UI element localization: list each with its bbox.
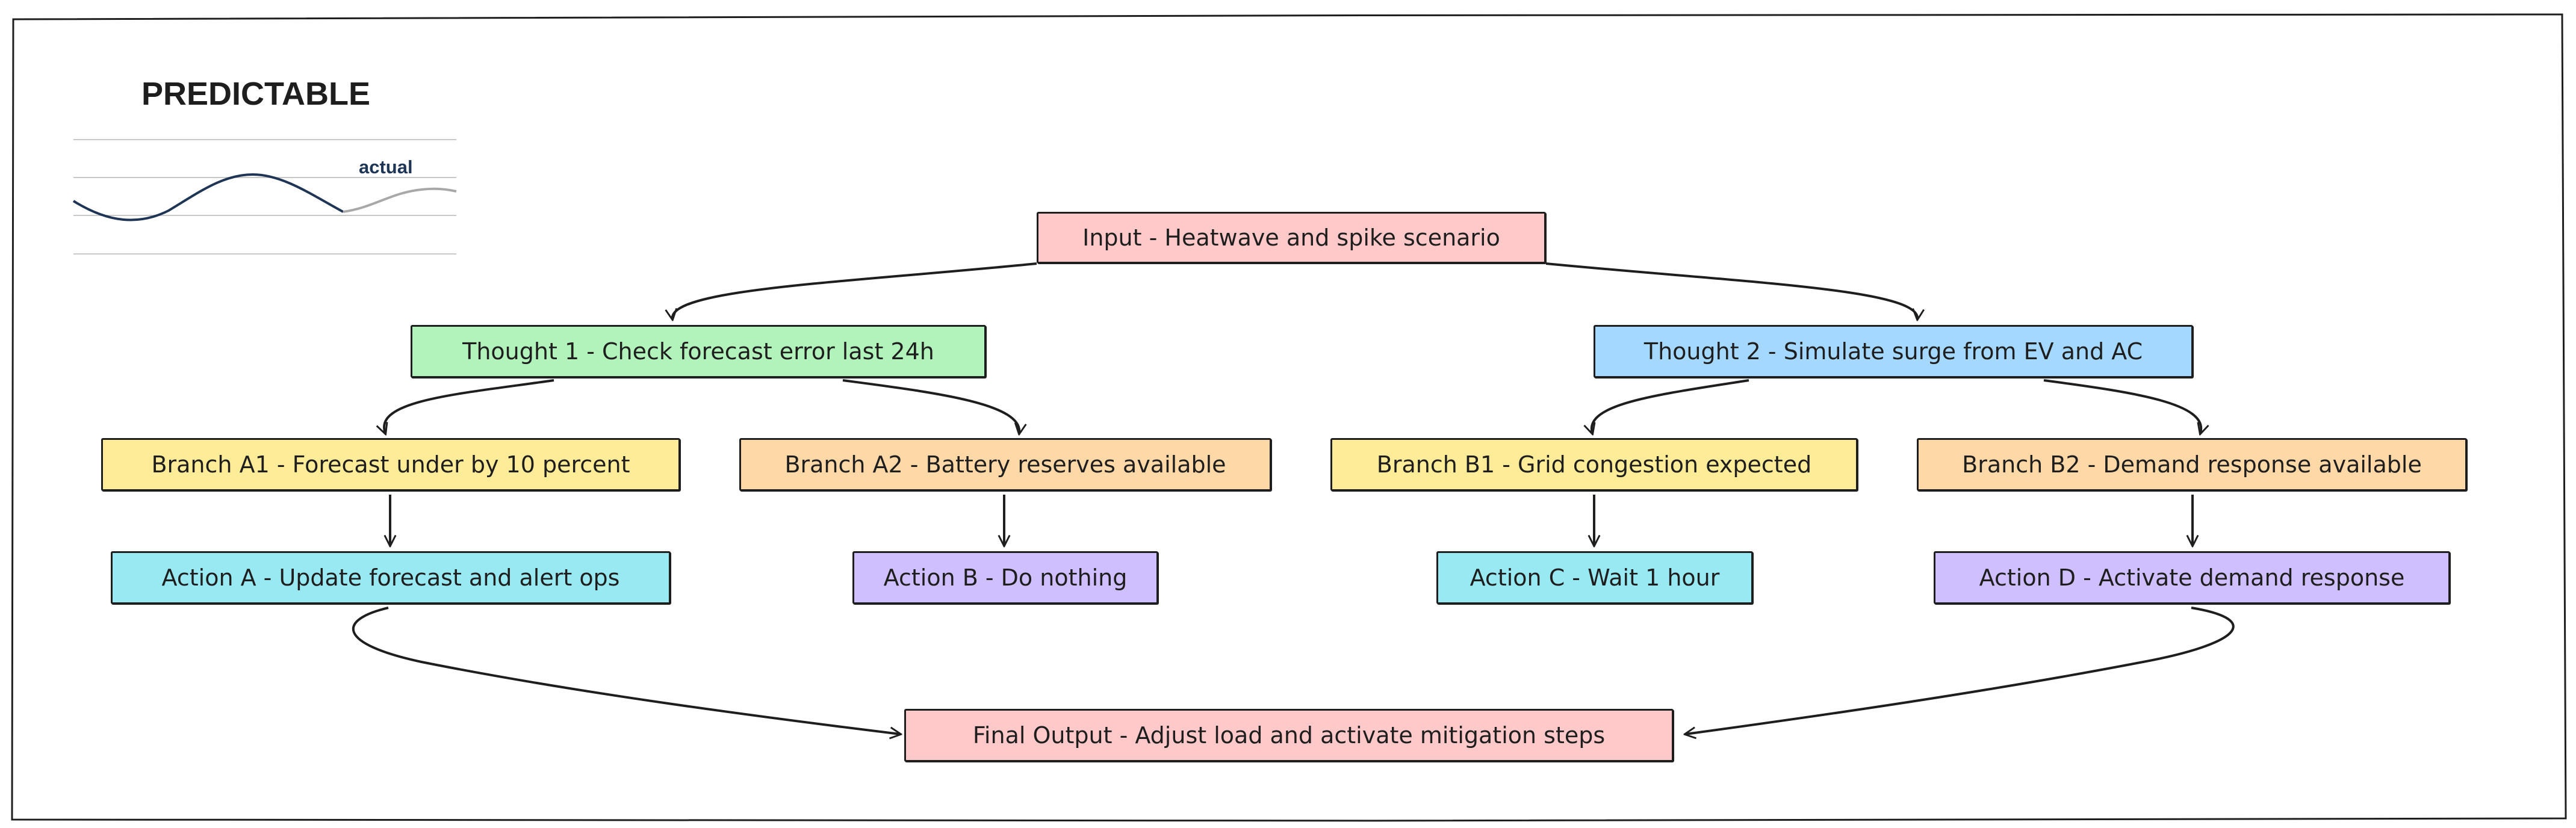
action-a-node-label: Action A - Update forecast and alert ops <box>161 564 620 591</box>
action-b-node-label: Action B - Do nothing <box>883 564 1128 591</box>
input-node[interactable]: Input - Heatwave and spike scenario <box>1037 212 1546 264</box>
branch-a2-node[interactable]: Branch A2 - Battery reserves available <box>739 438 1271 491</box>
branch-a1-node-label: Branch A1 - Forecast under by 10 percent <box>151 451 630 478</box>
input-node-label: Input - Heatwave and spike scenario <box>1082 224 1500 251</box>
thought2-node[interactable]: Thought 2 - Simulate surge from EV and A… <box>1594 325 2193 378</box>
action-d-node[interactable]: Action D - Activate demand response <box>1934 551 2450 604</box>
branch-b1-node[interactable]: Branch B1 - Grid congestion expected <box>1330 438 1858 491</box>
legend-title: PREDICTABLE <box>141 76 370 112</box>
thought1-node-label: Thought 1 - Check forecast error last 24… <box>462 338 934 365</box>
action-c-node-label: Action C - Wait 1 hour <box>1470 564 1720 591</box>
final-output-node-label: Final Output - Adjust load and activate … <box>972 722 1606 749</box>
final-output-node[interactable]: Final Output - Adjust load and activate … <box>904 709 1674 762</box>
branch-b2-node[interactable]: Branch B2 - Demand response available <box>1917 438 2467 491</box>
action-d-node-label: Action D - Activate demand response <box>1979 564 2405 591</box>
branch-b1-node-label: Branch B1 - Grid congestion expected <box>1376 451 1812 478</box>
branch-b2-node-label: Branch B2 - Demand response available <box>1962 451 2422 478</box>
action-c-node[interactable]: Action C - Wait 1 hour <box>1436 551 1753 604</box>
branch-a1-node[interactable]: Branch A1 - Forecast under by 10 percent <box>101 438 680 491</box>
action-a-node[interactable]: Action A - Update forecast and alert ops <box>111 551 671 604</box>
legend-series-label: actual <box>359 156 413 178</box>
action-b-node[interactable]: Action B - Do nothing <box>852 551 1158 604</box>
branch-a2-node-label: Branch A2 - Battery reserves available <box>784 451 1226 478</box>
thought2-node-label: Thought 2 - Simulate surge from EV and A… <box>1643 338 2143 365</box>
thought1-node[interactable]: Thought 1 - Check forecast error last 24… <box>411 325 986 378</box>
